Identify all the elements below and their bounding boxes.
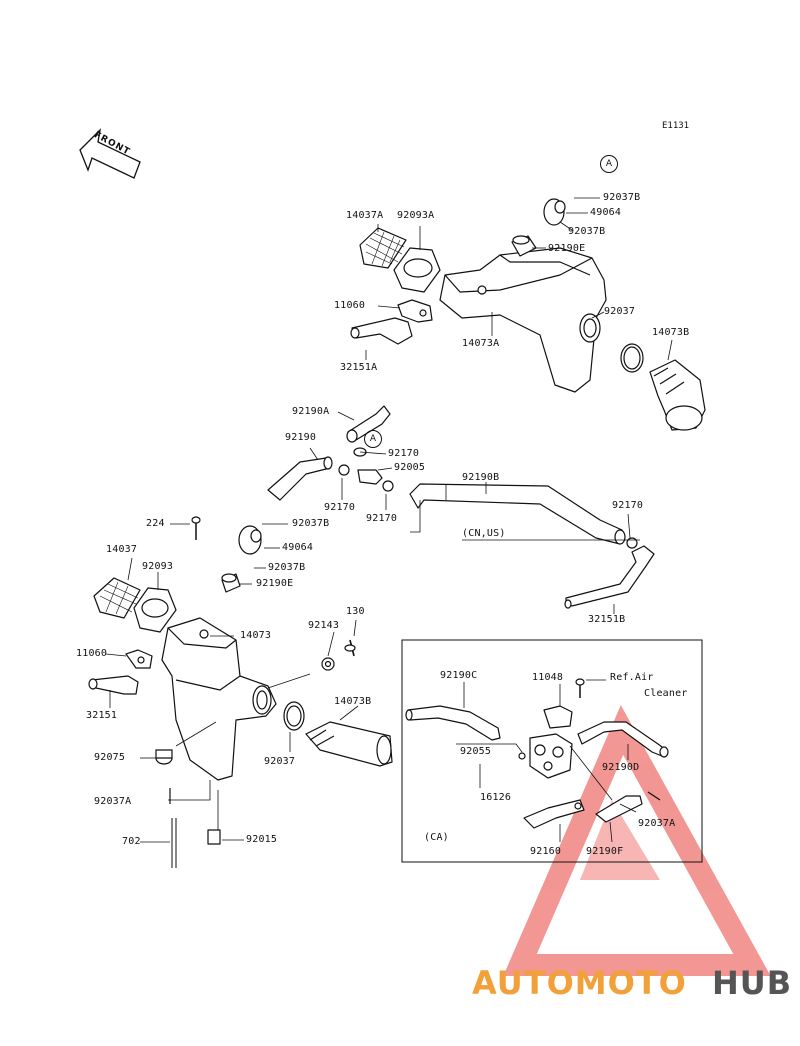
callout-92190: 92190 — [285, 432, 317, 443]
callout-92093: 92093 — [142, 561, 174, 572]
callout-92093A: 92093A — [397, 210, 435, 221]
leader-lines — [105, 197, 673, 843]
callout-224: 224 — [146, 518, 165, 529]
callout-ref-air: Ref.Air — [610, 672, 654, 683]
callout-92037B: 92037B — [603, 192, 641, 203]
callout-92190A: 92190A — [292, 406, 330, 417]
ca-inset-box — [401, 639, 703, 863]
callout-14037A: 14037A — [346, 210, 384, 221]
watermark-text-b: HUB — [712, 964, 793, 1002]
callout-92075: 92075 — [94, 752, 126, 763]
callout-32151: 32151 — [86, 710, 118, 721]
callout-14073B: 14073B — [652, 327, 690, 338]
callout-92037B: 92037B — [292, 518, 330, 529]
callout-92170: 92170 — [324, 502, 356, 513]
callout-14073: 14073 — [240, 630, 272, 641]
callout-92190F: 92190F — [586, 846, 624, 857]
callout-92170: 92170 — [388, 448, 420, 459]
callout-92190C: 92190C — [440, 670, 478, 681]
callout-92005: 92005 — [394, 462, 426, 473]
callout-130: 130 — [346, 606, 365, 617]
watermark-text-a: AUTOMOTO — [472, 964, 687, 1002]
callout-92143: 92143 — [308, 620, 340, 631]
callout-92190E: 92190E — [548, 243, 586, 254]
ref-circle-a-top: A — [600, 155, 618, 173]
callout-92015: 92015 — [246, 834, 278, 845]
callout-92037B: 92037B — [568, 226, 606, 237]
watermark-triangle — [503, 705, 771, 976]
callout-702: 702 — [122, 836, 141, 847]
lower-assembly — [88, 577, 393, 868]
callout-32151A: 32151A — [340, 362, 378, 373]
callout-11048: 11048 — [532, 672, 564, 683]
ref-circle-a-mid: A — [364, 430, 382, 448]
callout-14073A: 14073A — [462, 338, 500, 349]
callout-92170: 92170 — [612, 500, 644, 511]
diagram-code: E1131 — [662, 121, 690, 131]
callout-92037A: 92037A — [638, 818, 676, 829]
callout-92037A: 92037A — [94, 796, 132, 807]
callout-92190B: 92190B — [462, 472, 500, 483]
callout-14037: 14037 — [106, 544, 138, 555]
callout-49064: 49064 — [590, 207, 622, 218]
front-arrow-icon — [79, 128, 141, 179]
callout-92037: 92037 — [604, 306, 636, 317]
callout-92037B: 92037B — [268, 562, 306, 573]
callout-cleaner: Cleaner — [644, 688, 688, 699]
callout-cn-us: (CN,US) — [462, 528, 506, 539]
callout-92190D: 92190D — [602, 762, 640, 773]
top-assembly — [350, 198, 706, 431]
middle-hoses — [191, 405, 655, 609]
callout-32151B: 32151B — [588, 614, 626, 625]
callout-11060: 11060 — [76, 648, 108, 659]
callout-92170: 92170 — [366, 513, 398, 524]
front-label: FRONT — [92, 130, 132, 158]
callout-92055: 92055 — [460, 746, 492, 757]
ca-assembly — [405, 678, 669, 829]
callout-11060: 11060 — [334, 300, 366, 311]
callout-ca: (CA) — [424, 832, 449, 843]
callout-49064: 49064 — [282, 542, 314, 553]
callout-92037: 92037 — [264, 756, 296, 767]
callout-92160: 92160 — [530, 846, 562, 857]
callout-92190E: 92190E — [256, 578, 294, 589]
callout-16126: 16126 — [480, 792, 512, 803]
callout-14073B: 14073B — [334, 696, 372, 707]
